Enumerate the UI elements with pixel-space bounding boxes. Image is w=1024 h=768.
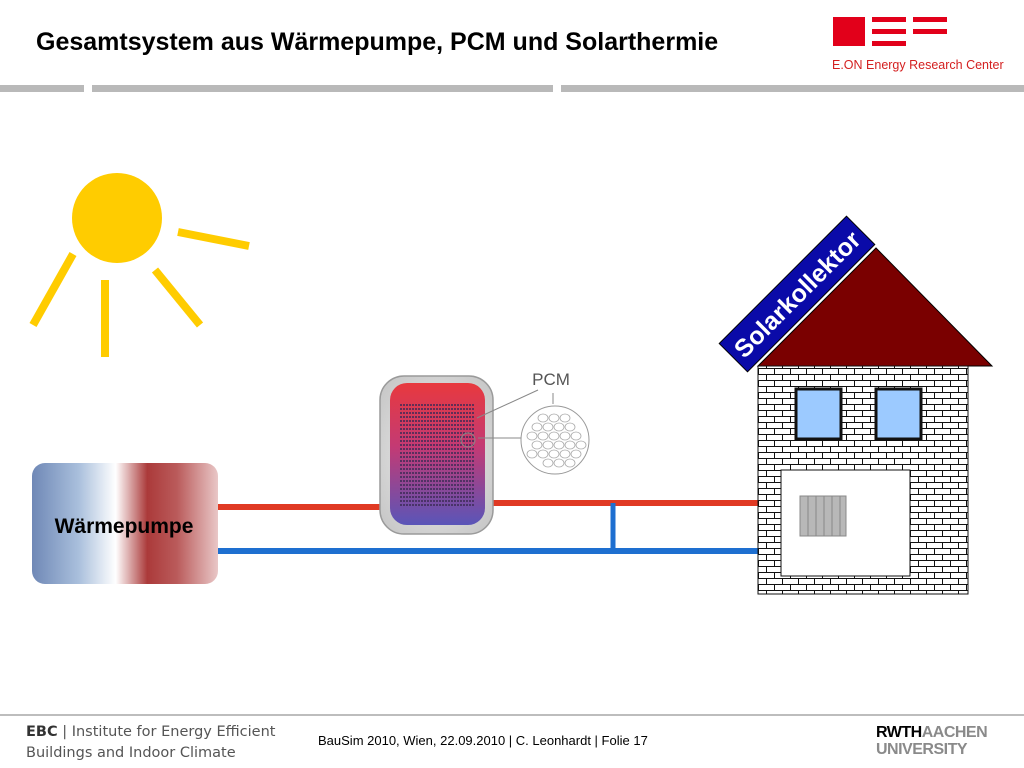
pcm-capsule [542,422,554,432]
pcm-coil [400,404,474,506]
pcm-label: PCM [532,370,570,389]
pcm-capsule [526,449,538,459]
logo-text: E.ON Energy Research Center [832,58,1004,72]
pcm-capsule [570,431,582,441]
header-rule-left [0,85,84,92]
footer-institute: EBC | Institute for Energy Efficient Bui… [26,722,275,764]
institute-line-2: Buildings and Indoor Climate [26,745,236,761]
university-name-bold: RWTH [876,724,922,741]
institute-line-1: Institute for Energy Efficient [71,724,276,740]
pcm-capsule [548,449,560,459]
university-name-rest: AACHEN [921,724,988,741]
sun-disc [72,173,162,263]
pcm-capsule [559,449,571,459]
sun-ray [29,252,77,327]
pcm-capsule [548,413,560,423]
pcm-capsule [564,440,576,450]
university-logo: RWTHAACHEN UNIVERSITY [876,724,1000,758]
pcm-capsule [542,440,554,450]
pcm-capsule [542,458,554,468]
pcm-callout: PCM [460,370,590,475]
pcm-capsule [575,440,587,450]
house-window-left [794,387,843,441]
header-rule-middle [92,85,553,92]
heat-pump [32,463,218,584]
pcm-capsules [526,413,587,468]
pcm-capsule [526,431,538,441]
header-rule-right [561,85,1024,92]
footer-rule [0,714,1024,716]
pcm-capsule [553,440,565,450]
heat-pump-body [32,463,218,584]
pcm-capsule [531,422,543,432]
slide-title: Gesamtsystem aus Wärmepumpe, PCM und Sol… [36,28,719,56]
pcm-capsule [553,422,565,432]
pipe-network [200,500,800,554]
pcm-capsule [537,413,549,423]
pcm-capsule [559,413,571,423]
footer-citation: BauSim 2010, Wien, 22.09.2010 | C. Leonh… [318,733,648,748]
institute-abbr: EBC [26,724,58,740]
pcm-leader-line [476,389,539,419]
sun-icon [29,173,250,357]
radiator-icon [799,495,847,537]
sun-ray [151,267,204,328]
house [756,247,994,595]
pcm-capsule [564,422,576,432]
pcm-capsule [559,431,571,441]
pcm-capsule [548,431,560,441]
institute-separator: | [62,724,68,740]
eon-erc-logo-icon [833,17,947,46]
pcm-capsule [564,458,576,468]
pcm-storage-tank [379,375,494,535]
pcm-capsule [553,458,565,468]
house-window-right [874,387,923,441]
pcm-capsule [531,440,543,450]
solar-collector-panel [718,215,876,373]
pcm-capsule [537,449,549,459]
sun-ray [177,228,250,250]
pcm-capsule [537,431,549,441]
pcm-capsule [570,449,582,459]
heat-pump-label: Wärmepumpe [55,515,194,538]
university-line-2: UNIVERSITY [876,741,968,758]
pcm-zoom-marker [460,432,476,448]
